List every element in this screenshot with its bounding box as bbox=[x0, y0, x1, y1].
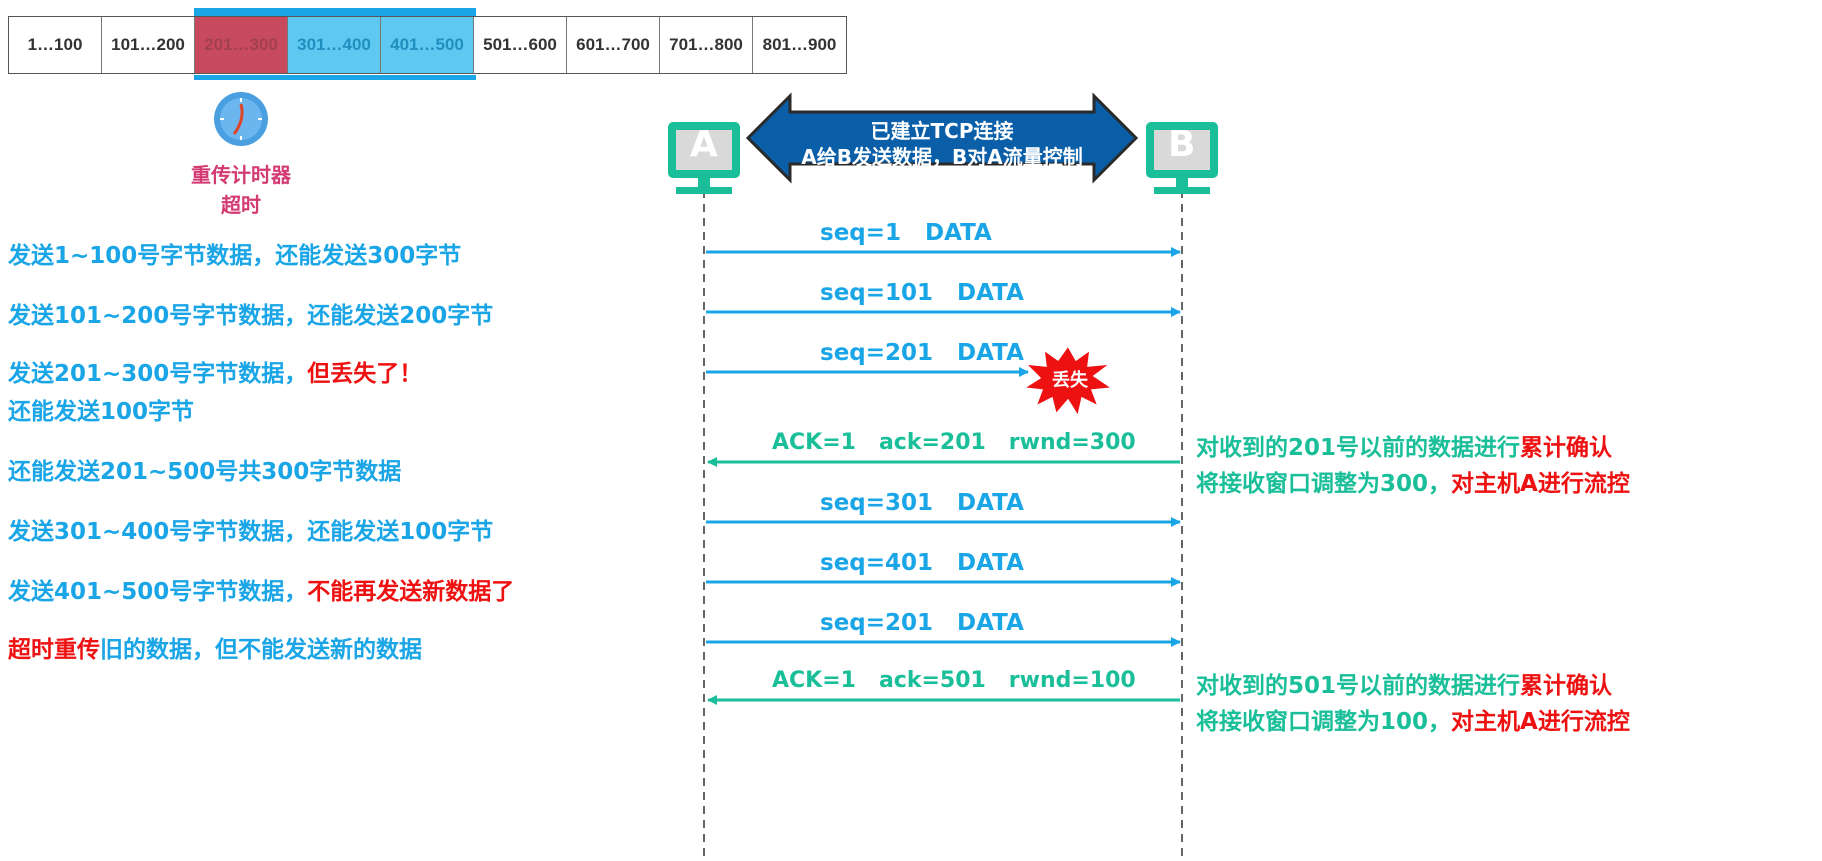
buffer-cell: 1…100 bbox=[9, 17, 102, 73]
note-text: 还能发送201~500号共300字节数据 bbox=[8, 459, 402, 485]
note-text-red: 对主机A进行流控 bbox=[1451, 709, 1630, 735]
note-3: 发送201~300号字节数据，但丢失了！ bbox=[8, 354, 422, 388]
byte-buffer: 1…100 101…200 201…300 301…400 401…500 50… bbox=[8, 16, 847, 74]
note-2: 发送101~200号字节数据，还能发送200字节 bbox=[8, 296, 493, 330]
message-label: seq=1 DATA bbox=[820, 220, 992, 246]
host-b-computer-icon bbox=[1146, 122, 1218, 194]
note-text-red: 但丢失了！ bbox=[307, 361, 423, 387]
buffer-cell-window: 401…500 bbox=[381, 17, 474, 73]
note-5: 发送301~400号字节数据，还能发送100字节 bbox=[8, 512, 493, 546]
banner-line1: 已建立TCP连接 bbox=[870, 119, 1014, 143]
connection-banner-arrow bbox=[745, 92, 1139, 184]
note-text: 发送401~500号字节数据， bbox=[8, 579, 308, 605]
note-7: 超时重传旧的数据，但不能发送新的数据 bbox=[8, 630, 422, 664]
ack-label: ACK=1 ack=201 rwnd=300 bbox=[772, 430, 1136, 455]
buffer-cell: 801…900 bbox=[762, 35, 837, 54]
host-b-label: B bbox=[1168, 124, 1196, 165]
send-window-top-bar bbox=[194, 8, 476, 16]
note-text-red: 对主机A进行流控 bbox=[1451, 471, 1630, 497]
banner-line2: A给B发送数据，B对A流量控制 bbox=[801, 145, 1083, 169]
connection-banner: 已建立TCP连接 A给B发送数据，B对A流量控制 bbox=[790, 118, 1094, 170]
right-note-2: 对收到的501号以前的数据进行累计确认 将接收窗口调整为100，对主机A进行流控 bbox=[1196, 668, 1630, 740]
timer-label-line1: 重传计时器 bbox=[191, 163, 291, 187]
note-text: 发送101~200号字节数据，还能发送200字节 bbox=[8, 303, 494, 329]
buffer-cell-window: 301…400 bbox=[288, 17, 381, 73]
right-note-1: 对收到的201号以前的数据进行累计确认 将接收窗口调整为300，对主机A进行流控 bbox=[1196, 430, 1630, 502]
note-text: 旧的数据，但不能发送新的数据 bbox=[100, 637, 422, 663]
note-text: 将接收窗口调整为100， bbox=[1196, 709, 1452, 735]
note-4: 还能发送201~500号共300字节数据 bbox=[8, 452, 401, 486]
note-text: 对收到的201号以前的数据进行 bbox=[1196, 435, 1521, 461]
buffer-cell: 601…700 bbox=[567, 17, 660, 73]
clock-icon bbox=[214, 92, 268, 146]
host-a-computer-icon bbox=[668, 122, 740, 194]
note-text-red: 累计确认 bbox=[1520, 435, 1613, 461]
buffer-cell: 101…200 bbox=[102, 17, 195, 73]
message-label: seq=301 DATA bbox=[820, 490, 1024, 516]
note-text: 对收到的501号以前的数据进行 bbox=[1196, 673, 1521, 699]
note-3-line2: 还能发送100字节 bbox=[8, 392, 194, 426]
ack-label: ACK=1 ack=501 rwnd=100 bbox=[772, 668, 1136, 693]
note-text-red: 超时重传 bbox=[8, 637, 100, 663]
host-a-label: A bbox=[690, 124, 718, 165]
note-text: 将接收窗口调整为300， bbox=[1196, 471, 1452, 497]
message-label: seq=201 DATA bbox=[820, 610, 1024, 636]
lost-label: 丢失 bbox=[1052, 370, 1088, 391]
note-6: 发送401~500号字节数据，不能再发送新数据了 bbox=[8, 572, 514, 606]
note-text-red: 不能再发送新数据了 bbox=[307, 579, 515, 605]
timer-label-line2: 超时 bbox=[221, 193, 261, 217]
message-label: seq=201 DATA bbox=[820, 340, 1024, 366]
timer-label: 重传计时器 超时 bbox=[170, 160, 312, 220]
send-window-bottom-bar bbox=[194, 75, 476, 80]
note-text: 发送301~400号字节数据，还能发送100字节 bbox=[8, 519, 494, 545]
buffer-cell: 701…800 bbox=[660, 17, 753, 73]
note-text: 发送1~100号字节数据，还能发送300字节 bbox=[8, 243, 462, 269]
lost-burst-icon bbox=[1021, 344, 1115, 418]
note-text: 发送201~300号字节数据， bbox=[8, 361, 308, 387]
message-label: seq=401 DATA bbox=[820, 550, 1024, 576]
note-1: 发送1~100号字节数据，还能发送300字节 bbox=[8, 236, 461, 270]
note-text-red: 累计确认 bbox=[1520, 673, 1613, 699]
message-label: seq=101 DATA bbox=[820, 280, 1024, 306]
buffer-cell-lost: 201…300 bbox=[195, 17, 288, 73]
note-text: 还能发送100字节 bbox=[8, 399, 195, 425]
buffer-cell: 501…600 bbox=[474, 17, 567, 73]
